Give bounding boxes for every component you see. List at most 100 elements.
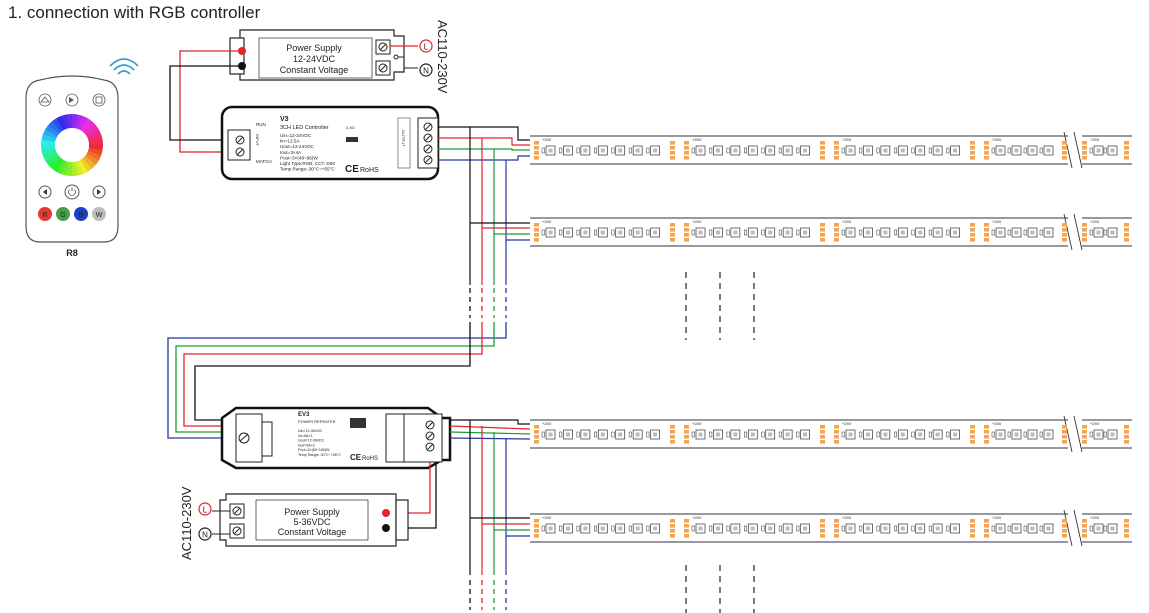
color-wheel-segment[interactable] [56, 115, 67, 131]
color-wheel-segment[interactable] [42, 129, 58, 140]
controller-title: 3CH LED Controller [280, 125, 329, 131]
color-wheel-segment[interactable] [48, 155, 62, 169]
color-wheel-segment[interactable] [48, 121, 62, 135]
power-icon[interactable] [64, 184, 80, 200]
led-chip [628, 145, 643, 156]
led-chip [709, 227, 723, 238]
spec-line: Uin=12-24VDC [280, 133, 312, 138]
color-wheel-segment[interactable] [42, 150, 58, 161]
play-pause-icon[interactable] [65, 93, 79, 107]
color-wheel-segment[interactable] [66, 114, 73, 129]
led-chip [761, 429, 776, 440]
color-wheel-segment[interactable] [44, 153, 59, 165]
led-chip [1007, 227, 1022, 238]
color-wheel-segment[interactable] [71, 161, 78, 176]
led-chip [744, 429, 758, 440]
led-chip [541, 429, 556, 440]
led-chip [646, 227, 660, 238]
color-wheel-segment[interactable] [80, 118, 93, 133]
home-icon[interactable] [38, 93, 52, 107]
remote-button-g[interactable]: G [56, 207, 70, 221]
spec-line: Pout=3×(60~180)W [298, 448, 330, 452]
color-wheel-segment[interactable] [66, 161, 72, 176]
save-icon[interactable] [92, 93, 106, 107]
neutral-terminal-bottom [198, 527, 212, 541]
led-chip [628, 429, 643, 440]
wires-to-repeater [167, 322, 507, 439]
led-controller-v3: INPUT RUN MATCH V3 3CH LED Controller Ui… [220, 105, 440, 181]
remote-button-b[interactable]: B [74, 207, 88, 221]
color-wheel-segment[interactable] [74, 114, 83, 130]
led-chip [894, 227, 908, 238]
color-wheel-segment[interactable] [77, 115, 88, 131]
color-wheel-segment[interactable] [41, 134, 57, 143]
led-strip-4: +24V+24V+24V+24V+24V [530, 509, 1132, 547]
live-label-bottom: L [203, 506, 208, 515]
led-chip [991, 145, 1006, 156]
color-wheel-segment[interactable] [80, 158, 92, 173]
led-chip [1039, 429, 1054, 440]
led-chip [628, 523, 643, 534]
color-wheel-segment[interactable] [84, 153, 99, 166]
color-wheel-segment[interactable] [72, 114, 78, 129]
color-wheel-segment[interactable] [51, 157, 64, 172]
color-wheel-segment[interactable] [88, 145, 103, 151]
strip-voltage-label: +24V [842, 421, 852, 426]
led-chip [841, 429, 856, 440]
led-chip [1103, 523, 1118, 534]
psu-top-line-3: Constant Voltage [280, 65, 349, 75]
strip-voltage-label: +24V [842, 515, 852, 520]
color-wheel-segment[interactable] [77, 159, 88, 175]
color-wheel-segment[interactable] [45, 124, 60, 137]
spec-line: Uout=12-36VDC [298, 439, 325, 443]
mains-label-top: AC110-230V [435, 20, 450, 94]
color-wheel-segment[interactable] [56, 159, 67, 175]
color-wheel-segment[interactable] [85, 125, 100, 137]
strip-voltage-label: +24V [1090, 515, 1100, 520]
led-chip [1023, 523, 1038, 534]
led-chip [761, 523, 776, 534]
led-chip [541, 523, 556, 534]
repeater-rohs-mark: RoHS [362, 456, 378, 462]
strip-voltage-label: +24V [692, 137, 702, 142]
spec-line: Temp Range:-30°C~+55°C [280, 167, 335, 172]
color-wheel-segment[interactable] [82, 121, 96, 135]
prev-icon[interactable] [38, 185, 52, 199]
color-wheel-segment[interactable] [82, 155, 96, 169]
repeater-ce-mark: CE [350, 453, 362, 462]
led-chip [744, 227, 758, 238]
led-chip [859, 227, 873, 238]
color-wheel-segment[interactable] [41, 144, 56, 151]
strip-voltage-label: +24V [1090, 421, 1100, 426]
led-chip [541, 145, 556, 156]
color-wheel-segment[interactable] [61, 160, 70, 176]
color-wheel[interactable] [41, 114, 103, 176]
strip-voltage-label: +24V [542, 137, 552, 142]
psu-bottom-line-1: Power Supply [284, 507, 340, 517]
led-chip [628, 227, 643, 238]
continuation-markers [685, 272, 755, 613]
color-wheel-segment[interactable] [86, 129, 102, 140]
color-wheel-segment[interactable] [52, 117, 64, 132]
color-wheel-segment[interactable] [86, 150, 102, 161]
led-chip [594, 145, 608, 156]
led-chip [576, 145, 591, 156]
led-chip [1103, 145, 1118, 156]
color-wheel-segment[interactable] [41, 139, 56, 145]
led-chip [778, 523, 793, 534]
controller-rohs-mark: RoHS [360, 167, 379, 174]
remote-button-label: W [96, 212, 103, 219]
remote-button-w[interactable]: W [92, 207, 106, 221]
led-chip [1089, 145, 1104, 156]
led-chip [744, 145, 758, 156]
next-icon[interactable] [92, 185, 106, 199]
color-wheel-segment[interactable] [88, 139, 103, 146]
strip-voltage-label: +24V [992, 137, 1002, 142]
color-wheel-segment[interactable] [87, 147, 103, 156]
led-chip [796, 523, 810, 534]
led-chip [778, 429, 793, 440]
remote-button-r[interactable]: R [38, 207, 52, 221]
strip-voltage-label: +24V [1090, 219, 1100, 224]
led-chip [594, 523, 608, 534]
